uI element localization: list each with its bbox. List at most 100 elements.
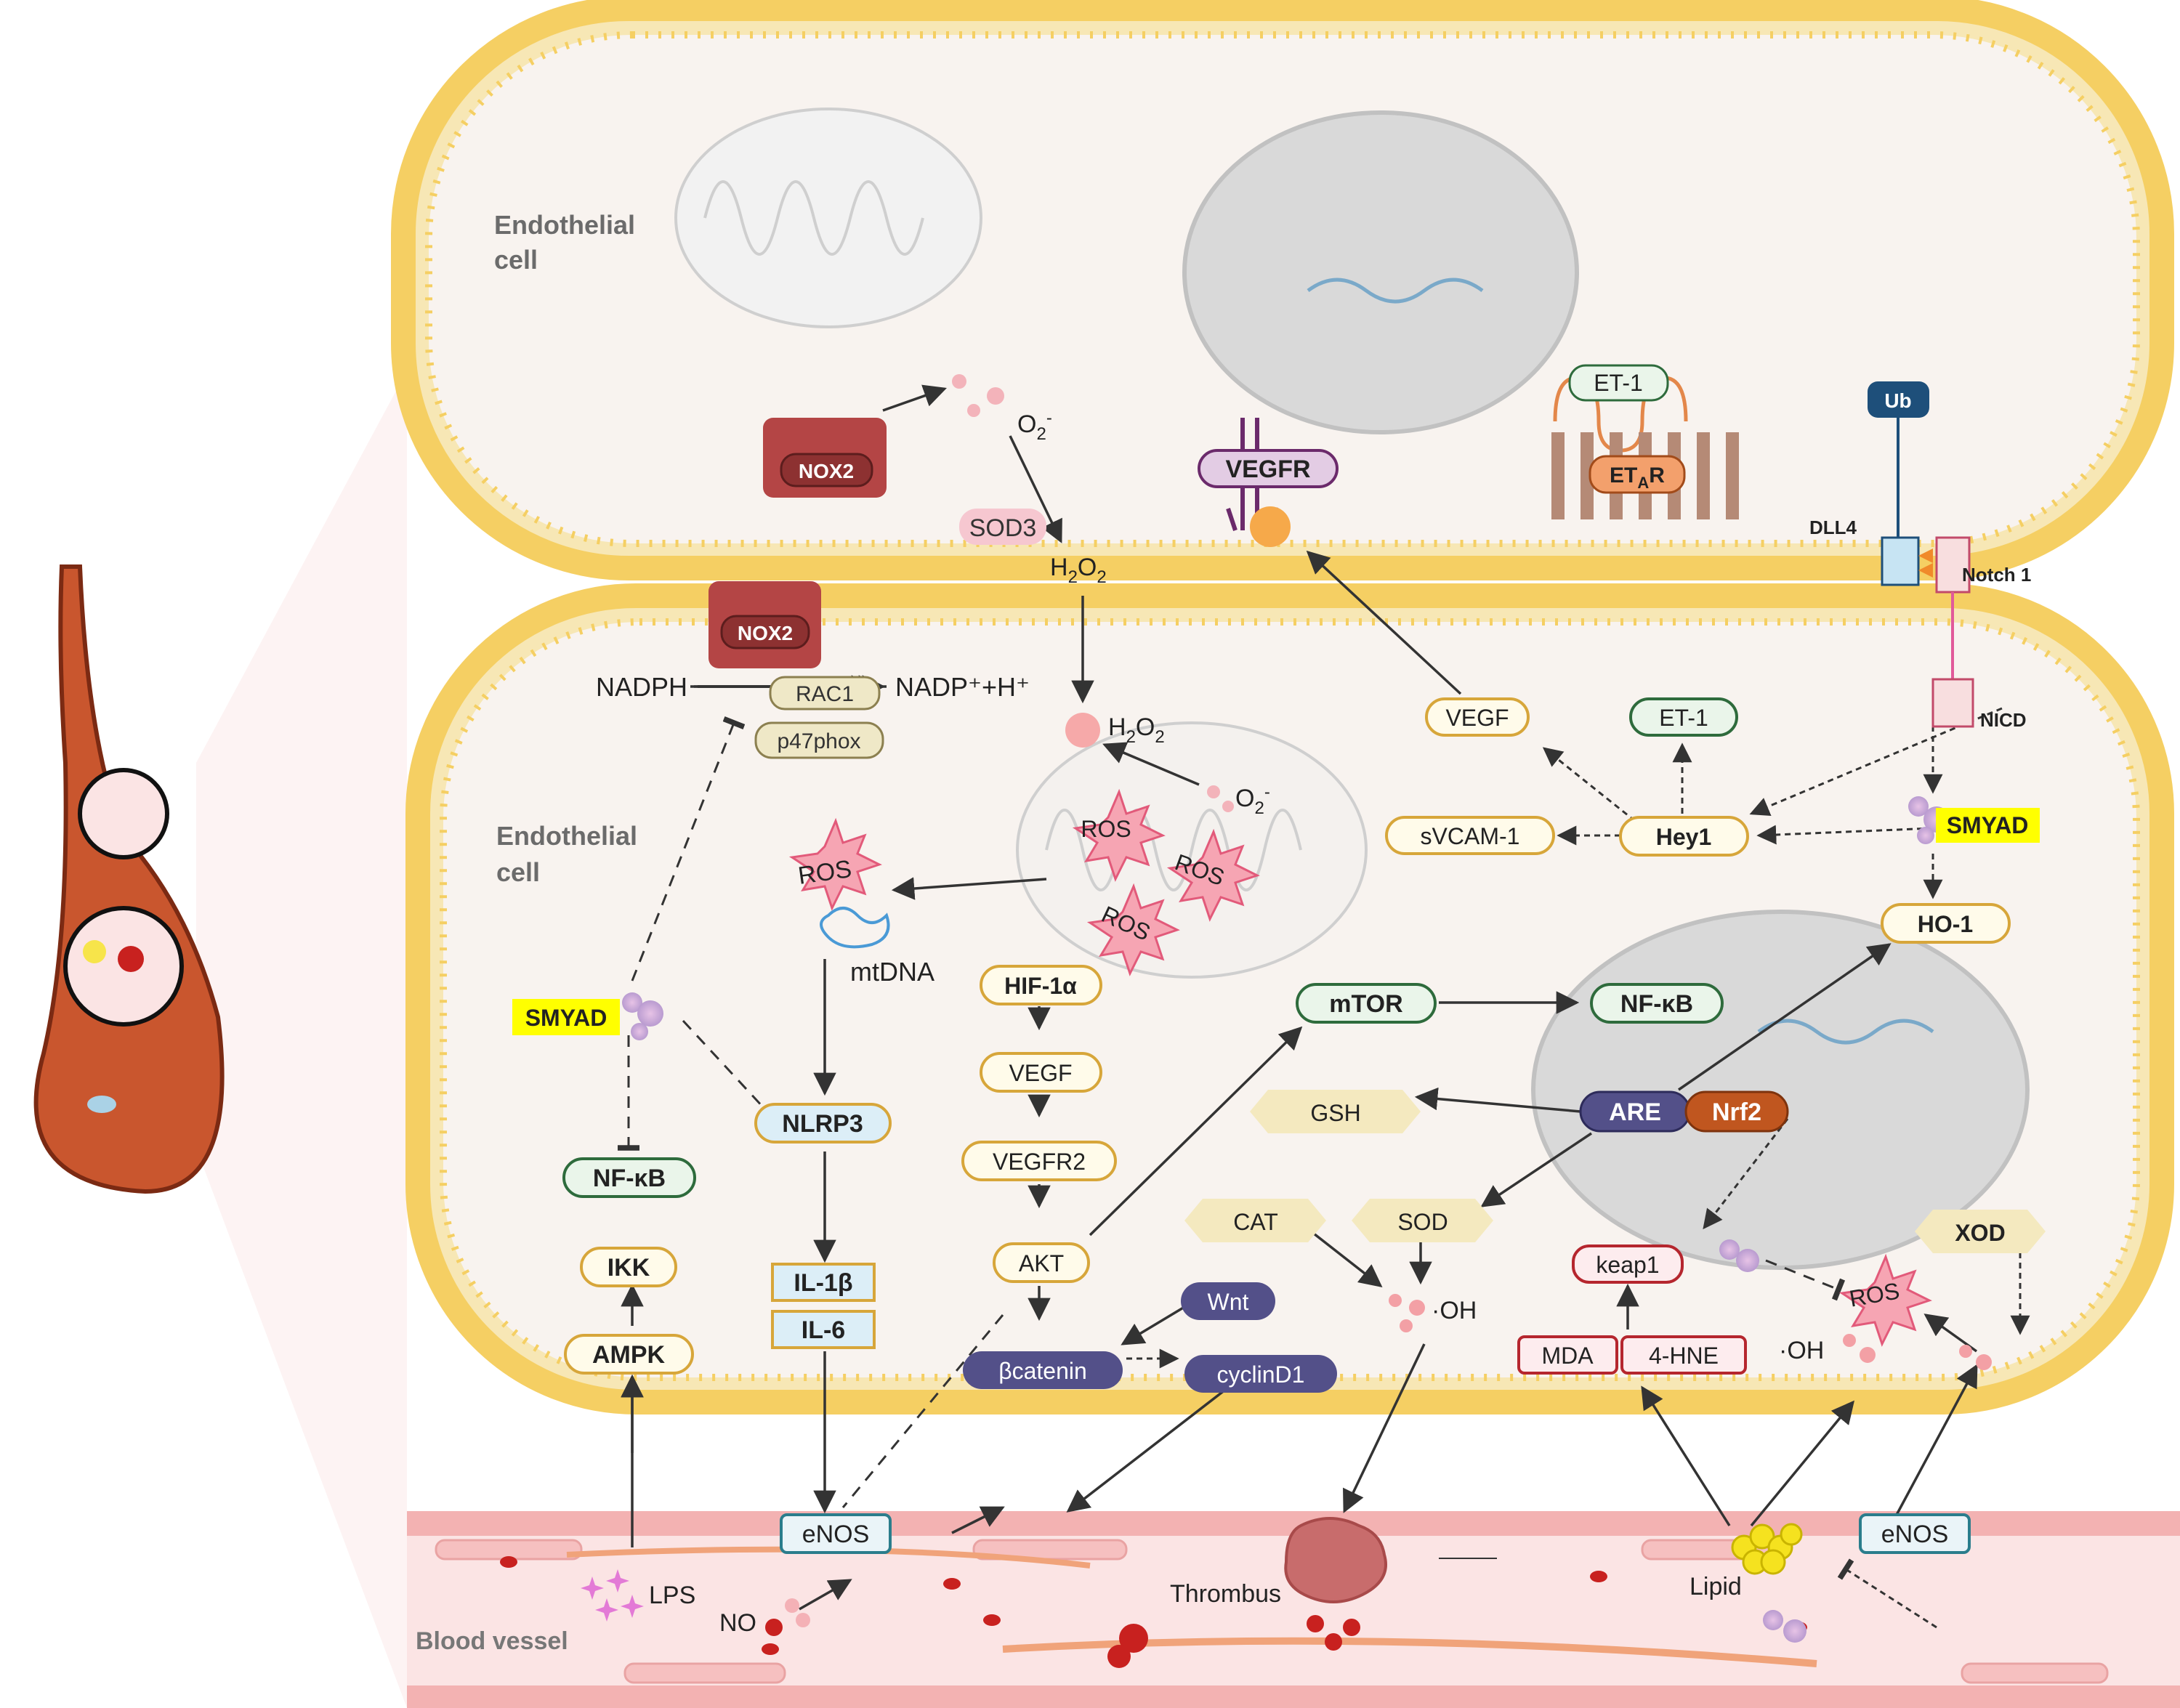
vegf-right-node: VEGF xyxy=(1425,697,1530,737)
bottom-cell-label: Endothelial xyxy=(496,821,637,851)
svg-text:CAT: CAT xyxy=(1233,1209,1278,1235)
svg-text:SOD: SOD xyxy=(1397,1209,1448,1235)
nox2-top-pill xyxy=(780,453,873,487)
rac1-pill: RAC1 xyxy=(769,676,881,711)
gsh-node: GSH xyxy=(1250,1090,1421,1133)
nadp-label: NADP⁺+H⁺ xyxy=(895,672,1030,702)
svg-text:ARE: ARE xyxy=(1609,1098,1661,1126)
artery-illustration xyxy=(33,564,225,1194)
svg-text:NLRP3: NLRP3 xyxy=(782,1110,863,1138)
mtdna-icon xyxy=(820,907,890,949)
svg-text:mTOR: mTOR xyxy=(1329,990,1402,1018)
smyad-right-label: SMYAD xyxy=(1936,808,2040,843)
il1b-node: IL-1β xyxy=(771,1263,876,1302)
thrombus-icon xyxy=(1284,1517,1387,1603)
akt-node: AKT xyxy=(993,1242,1090,1283)
svg-text:eNOS: eNOS xyxy=(802,1521,870,1548)
o2-top-label: O2- xyxy=(1017,408,1052,444)
ros-star-2: ROS xyxy=(1072,788,1166,882)
xod-node: XOD xyxy=(1915,1210,2046,1253)
oh-mid-label: ·OH xyxy=(1432,1297,1477,1324)
svg-text:NOX2: NOX2 xyxy=(799,460,854,482)
lps-icon xyxy=(581,1569,644,1622)
top-cell-label-2: cell xyxy=(494,245,538,275)
are-nrf2-node: ARE Nrf2 xyxy=(1579,1090,1789,1133)
svg-text:βcatenin: βcatenin xyxy=(998,1358,1087,1384)
svg-text:IL-6: IL-6 xyxy=(802,1316,845,1344)
svg-text:AKT: AKT xyxy=(1019,1250,1064,1276)
svg-text:IKK: IKK xyxy=(607,1254,650,1282)
svcam1-node: sVCAM-1 xyxy=(1385,816,1555,855)
svg-text:p47phox: p47phox xyxy=(777,729,860,753)
svg-text:ET-1: ET-1 xyxy=(1594,370,1643,396)
svg-text:Notch 1: Notch 1 xyxy=(1962,564,2031,586)
sparkle-ros-right xyxy=(1719,1239,1759,1272)
enos-right-node: eNOS xyxy=(1859,1513,1971,1554)
svg-text:NF-κB: NF-κB xyxy=(1620,990,1693,1018)
ampk-node: AMPK xyxy=(564,1334,694,1375)
vegfr-receptor: VEGFR xyxy=(1198,418,1339,547)
keap1-node: keap1 xyxy=(1572,1244,1684,1284)
sod3-label: SOD3 xyxy=(969,514,1037,542)
wnt-node: Wnt xyxy=(1181,1282,1275,1320)
cyclind1-node: cyclinD1 xyxy=(1184,1355,1337,1393)
nfkb-left-node: NF-κB xyxy=(562,1157,696,1198)
cat-node: CAT xyxy=(1184,1199,1326,1242)
svg-text:SMYAD: SMYAD xyxy=(525,1005,607,1031)
bottom-cell-label-2: cell xyxy=(496,857,540,887)
svg-text:eNOS: eNOS xyxy=(1881,1521,1949,1548)
svg-text:ETAR: ETAR xyxy=(1610,464,1665,492)
mtdna-label: mtDNA xyxy=(850,957,934,987)
bcatenin-node: βcatenin xyxy=(963,1351,1123,1389)
o2-mid-label: O2- xyxy=(1235,782,1270,818)
svg-text:DLL4: DLL4 xyxy=(1809,517,1857,538)
nfkb-right-node: NF-κB xyxy=(1590,983,1724,1024)
svg-text:NF-κB: NF-κB xyxy=(593,1165,666,1192)
svg-text:AMPK: AMPK xyxy=(592,1341,666,1369)
svg-text:ROS: ROS xyxy=(1081,816,1131,842)
et1-node: ET-1 xyxy=(1629,697,1738,737)
svg-text:HO-1: HO-1 xyxy=(1918,911,1973,937)
mtor-node: mTOR xyxy=(1296,983,1437,1024)
svg-text:XOD: XOD xyxy=(1955,1220,2005,1246)
h2o2-top-label: H2O2 xyxy=(1050,554,1107,587)
nox2-mid-complex: NOX2 xyxy=(708,581,821,668)
svg-text:VEGF: VEGF xyxy=(1445,705,1509,731)
oh-right-label: ·OH xyxy=(1779,1337,1824,1364)
mitochondrion-top xyxy=(674,108,982,328)
svg-text:ET-1: ET-1 xyxy=(1659,705,1708,731)
svg-text:GSH: GSH xyxy=(1310,1100,1360,1126)
svg-text:NOX2: NOX2 xyxy=(738,622,793,644)
svg-text:Nrf2: Nrf2 xyxy=(1712,1098,1761,1126)
lipid-label: Lipid xyxy=(1690,1573,1742,1600)
svg-text:NICD: NICD xyxy=(1980,709,2027,731)
ho1-node: HO-1 xyxy=(1881,903,2011,944)
et1-top-pill xyxy=(1568,364,1669,402)
nadph-label: NADPH xyxy=(596,672,687,702)
svg-text:MDA: MDA xyxy=(1541,1343,1594,1369)
enos-left-node: eNOS xyxy=(780,1513,892,1554)
h2o2-mid-label: H2O2 xyxy=(1108,713,1165,747)
zoom-wedge xyxy=(196,371,407,1708)
hne-node: 4-HNE xyxy=(1620,1335,1747,1375)
eta-receptor: ET-1 ETAR xyxy=(1551,364,1739,519)
svg-text:RAC1: RAC1 xyxy=(796,682,854,706)
hif1a-node: HIF-1α xyxy=(980,965,1102,1005)
nox2-top-complex: NOX2 xyxy=(763,418,887,498)
svg-text:keap1: keap1 xyxy=(1596,1252,1659,1278)
thrombus-label: Thrombus xyxy=(1170,1580,1281,1608)
svg-text:VEGFR: VEGFR xyxy=(1225,456,1310,483)
sod-node: SOD xyxy=(1352,1199,1493,1242)
svg-text:HIF-1α: HIF-1α xyxy=(1004,973,1077,999)
vegf-mid-node: VEGF xyxy=(980,1052,1102,1093)
nlrp3-node: NLRP3 xyxy=(754,1103,892,1144)
lps-label: LPS xyxy=(649,1582,695,1609)
svg-text:Ub: Ub xyxy=(1884,389,1911,412)
svg-text:Wnt: Wnt xyxy=(1208,1289,1249,1315)
svg-text:sVCAM-1: sVCAM-1 xyxy=(1421,823,1520,849)
top-cell-label: Endothelial xyxy=(494,210,635,240)
blood-vessel-label: Blood vessel xyxy=(416,1627,568,1655)
ros-sparkle-top xyxy=(952,374,1004,417)
svg-text:SMYAD: SMYAD xyxy=(1947,812,2029,838)
